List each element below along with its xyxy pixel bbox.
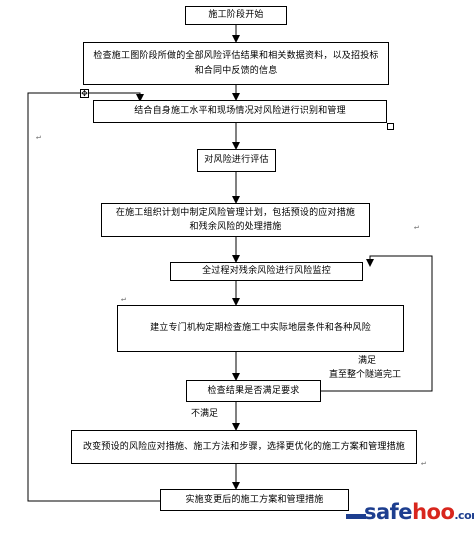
paragraph-mark-icon: ↵ bbox=[421, 458, 426, 467]
logo-part-3: .com bbox=[454, 509, 474, 522]
edge-label-until-done: 直至整个隧道完工 bbox=[329, 370, 402, 380]
logo-bar bbox=[346, 514, 366, 519]
loop-implement-to-identify bbox=[27, 92, 186, 502]
node-review: 检查施工图阶段所做的全部风险评估结果和相关数据资料，以及招投标和合同中反馈的信息 bbox=[83, 42, 389, 85]
edge-label-not-satisfied: 不满足 bbox=[191, 409, 219, 419]
node-implement: 实施变更后的施工方案和管理措施 bbox=[160, 489, 349, 511]
node-start: 施工阶段开始 bbox=[185, 6, 287, 25]
move-anchor-icon[interactable]: ✥ bbox=[80, 89, 89, 98]
node-identify: 结合自身施工水平和现场情况对风险进行识别和管理 bbox=[93, 100, 387, 123]
node-check: 检查结果是否满足要求 bbox=[186, 380, 321, 402]
node-monitor: 全过程对残余风险进行风险监控 bbox=[170, 262, 363, 281]
loop-check-to-monitor bbox=[321, 255, 433, 392]
node-verify: 建立专门机构定期检查施工中实际地层条件和各种风险 bbox=[117, 305, 404, 352]
node-assess: 对风险进行评估 bbox=[197, 149, 276, 172]
paragraph-mark-icon: ↵ bbox=[414, 222, 419, 231]
logo-part-2: hoo bbox=[412, 500, 455, 524]
node-change: 改变预设的风险应对措施、施工方法和步骤，选择更优化的施工方案和管理措施 bbox=[71, 430, 417, 464]
edge-label-satisfied: 满足 bbox=[358, 356, 377, 366]
paragraph-mark-icon: ↵ bbox=[121, 294, 126, 303]
paragraph-mark-icon: ↵ bbox=[172, 441, 177, 450]
paragraph-mark-icon: ↵ bbox=[36, 132, 41, 141]
node-plan: 在施工组织计划中制定风险管理计划，包括预设的应对措施和残余风险的处理措施 bbox=[101, 203, 370, 237]
safehoo-logo: safehoo.com bbox=[364, 500, 474, 524]
logo-part-1: safe bbox=[364, 500, 413, 524]
resize-handle[interactable] bbox=[387, 123, 394, 130]
